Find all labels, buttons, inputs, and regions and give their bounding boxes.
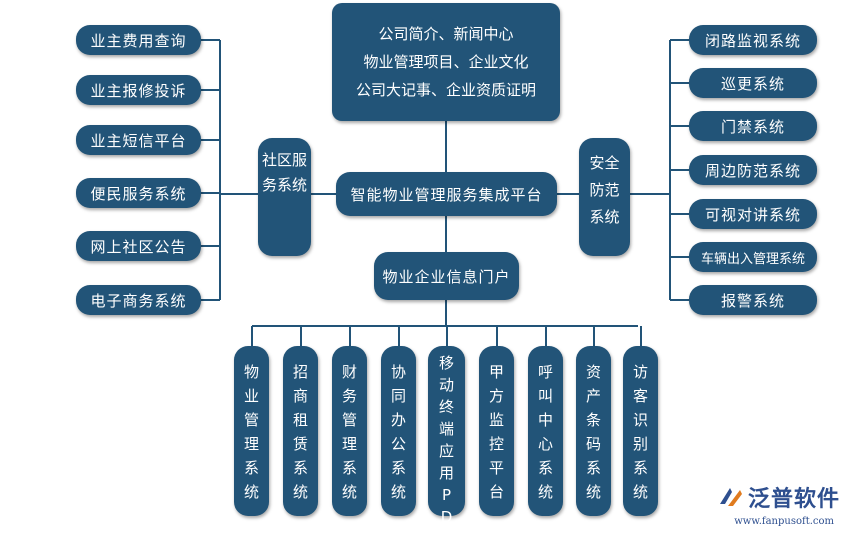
module-column: 招商租赁系统 — [283, 346, 318, 516]
module-label: 协同办公系统 — [390, 363, 406, 501]
module-label: 呼叫中心系统 — [537, 363, 553, 501]
security-item: 门禁系统 — [689, 111, 817, 141]
module-label: 访客识别系统 — [632, 363, 648, 501]
module-label: 财务管理系统 — [341, 363, 357, 501]
security-system-hub-label: 安全防范系统 — [589, 154, 620, 226]
brand-logo-icon — [719, 488, 742, 506]
module-label: 招商租赁系统 — [292, 363, 308, 501]
connector-lines — [201, 39, 689, 346]
module-column: 呼叫中心系统 — [528, 346, 563, 516]
community-item: 电子商务系统 — [76, 285, 201, 315]
community-item: 业主费用查询 — [76, 25, 201, 55]
company-info-line-1: 公司简介、新闻中心 — [378, 25, 514, 43]
module-column: 协同办公系统 — [381, 346, 416, 516]
module-label: 物业管理系统 — [243, 363, 259, 501]
security-item: 闭路监视系统 — [689, 25, 817, 55]
brand-name: 泛普软件 — [747, 487, 840, 512]
company-info-line-3: 公司大记事、企业资质证明 — [355, 81, 536, 99]
company-info-line-2: 物业管理项目、企业文化 — [363, 53, 529, 71]
security-item: 周边防范系统 — [689, 155, 817, 185]
module-label: 资产条码系统 — [585, 363, 601, 501]
module-column: 物业管理系统 — [234, 346, 269, 516]
module-label: 甲方监控平台 — [488, 363, 504, 501]
module-column: 资产条码系统 — [576, 346, 611, 516]
security-item: 车辆出入管理系统 — [689, 242, 817, 272]
enterprise-portal-node: 物业企业信息门户 — [374, 252, 519, 300]
community-item: 网上社区公告 — [76, 231, 201, 261]
module-label: 移动终端应用PDA — [438, 354, 454, 548]
integrated-platform-node: 智能物业管理服务集成平台 — [336, 172, 557, 216]
company-info-box: 公司简介、新闻中心 物业管理项目、企业文化 公司大记事、企业资质证明 — [332, 3, 560, 121]
community-item: 业主报修投诉 — [76, 75, 201, 105]
brand-url: www.fanpusoft.com — [734, 516, 834, 527]
module-column: 移动终端应用PDA — [428, 346, 465, 548]
module-column: 财务管理系统 — [332, 346, 367, 516]
community-service-hub-label: 社区服务系统 — [261, 151, 307, 194]
module-column: 甲方监控平台 — [479, 346, 514, 516]
community-item: 便民服务系统 — [76, 178, 201, 208]
brand-watermark: 泛普软件 — [718, 481, 840, 513]
security-system-hub: 安全防范系统 — [579, 138, 630, 256]
security-item: 巡更系统 — [689, 68, 817, 98]
security-item: 报警系统 — [689, 285, 817, 315]
community-item: 业主短信平台 — [76, 125, 201, 155]
module-column: 访客识别系统 — [623, 346, 658, 516]
security-item: 可视对讲系统 — [689, 199, 817, 229]
community-service-hub: 社区服务系统 — [258, 138, 311, 256]
